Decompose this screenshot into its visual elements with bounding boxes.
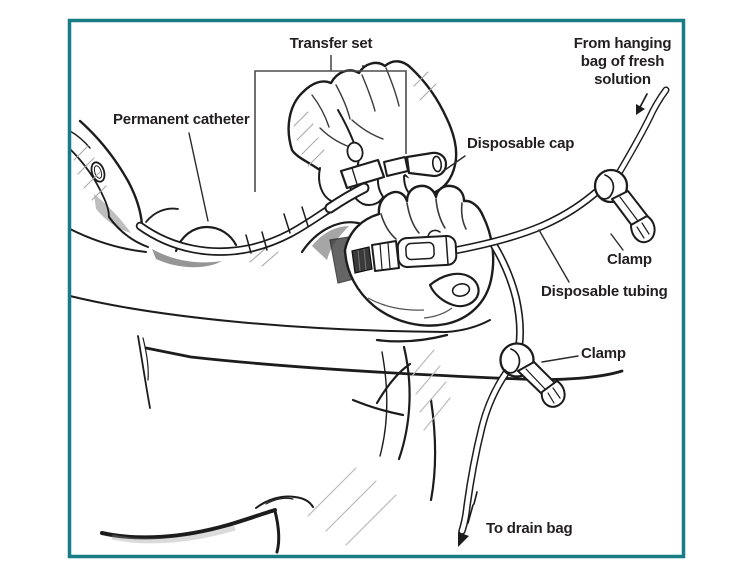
label-transfer-set: Transfer set — [289, 35, 373, 52]
pointer-permanent-catheter — [188, 132, 209, 222]
arrow-from-hanging-bag — [636, 93, 648, 115]
thumbnail — [451, 283, 471, 297]
label-clamp-bottom: Clamp — [581, 345, 626, 362]
label-to-drain-bag: To drain bag — [486, 520, 573, 537]
label-disposable-tubing: Disposable tubing — [541, 283, 668, 300]
clamp-bottom-drawing — [499, 342, 566, 408]
clamp-top-drawing — [593, 168, 656, 244]
shading-hatches — [249, 247, 451, 546]
pointer-disposable-cap — [441, 155, 466, 173]
tubing-connector-drawing — [351, 229, 458, 274]
body-sketch — [69, 247, 624, 554]
label-from-hanging-bag-line2: bag of fresh — [580, 53, 665, 70]
thumbnail — [346, 141, 364, 163]
hatch-thumb — [73, 145, 107, 201]
label-permanent-catheter: Permanent catheter — [113, 111, 250, 128]
transfer-set-drawing — [330, 151, 448, 208]
disposable-cap-drawing — [405, 151, 448, 178]
label-clamp-top: Clamp — [607, 251, 652, 268]
label-from-hanging-bag-line3: solution — [594, 71, 651, 88]
label-from-hanging-bag-line1: From hanging — [573, 35, 672, 52]
transfer-set-bracket — [254, 55, 407, 192]
label-from-hanging-bag: From hanging bag of fresh solution — [550, 35, 695, 89]
label-disposable-cap: Disposable cap — [467, 135, 575, 152]
hatch-fist — [293, 71, 437, 167]
pointer-lines — [188, 132, 624, 363]
pointer-disposable-tubing — [538, 229, 570, 283]
pointer-clamp-bottom — [541, 355, 579, 363]
teal-frame-border — [67, 18, 686, 559]
pointer-clamp-top — [610, 233, 624, 251]
permanent-catheter-drawing — [140, 206, 334, 253]
arrow-to-drain-bag — [458, 532, 469, 547]
drain-tubing-drawing — [458, 242, 520, 547]
